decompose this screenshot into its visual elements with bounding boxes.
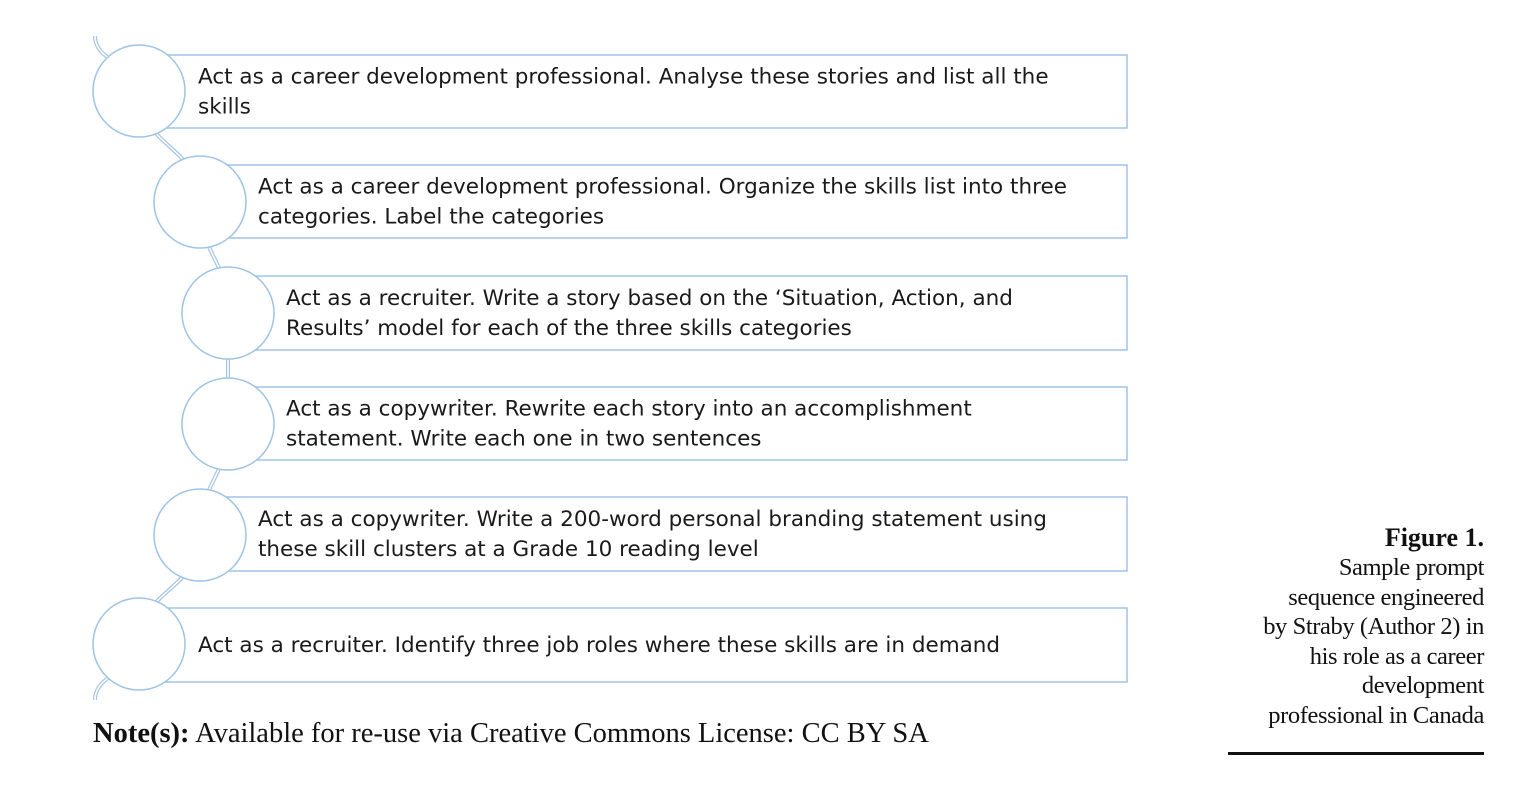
step-box <box>138 607 1128 683</box>
step-circle <box>181 266 275 360</box>
note: Note(s): Available for re-use via Creati… <box>93 718 929 750</box>
figure-caption-line: Sample prompt <box>1338 554 1485 581</box>
step-text-line: categories. Label the categories <box>258 205 604 230</box>
figure-caption-line: by Straby (Author 2) in <box>1263 613 1484 640</box>
step-text-line: Results’ model for each of the three ski… <box>286 316 852 341</box>
note-text: Available for re-use via Creative Common… <box>189 718 929 749</box>
step-text-line: Act as a copywriter. Rewrite each story … <box>286 397 972 422</box>
step-text-line: Act as a recruiter. Identify three job r… <box>198 633 1000 658</box>
step-text-line: statement. Write each one in two sentenc… <box>286 427 762 452</box>
step-text-line: Act as a career development professional… <box>198 65 1049 90</box>
figure-caption-line: development <box>1361 672 1485 699</box>
step-text-line: Act as a copywriter. Write a 200-word pe… <box>258 507 1047 532</box>
figure-label: Figure 1. <box>1384 523 1484 552</box>
connector-spine-highlight <box>94 35 229 701</box>
step-circle <box>181 377 275 471</box>
step-text-line: skills <box>198 95 251 120</box>
step-circle <box>153 155 247 249</box>
caption-rule <box>1228 752 1484 755</box>
step-text-line: these skill clusters at a Grade 10 readi… <box>258 537 759 562</box>
figure-caption: Figure 1. Sample prompt sequence enginee… <box>1184 522 1484 730</box>
step-box <box>199 496 1128 572</box>
note-label: Note(s): <box>93 718 190 749</box>
figure-caption-line: professional in Canada <box>1268 701 1484 729</box>
step-circle <box>153 488 247 582</box>
step-text-line: Act as a career development professional… <box>258 175 1067 200</box>
figure-caption-line: his role as a career <box>1309 642 1485 670</box>
step-text-line: Act as a recruiter. Write a story based … <box>286 286 1013 311</box>
step-circle <box>92 44 186 138</box>
connector-spine <box>93 35 230 701</box>
figure-caption-line: sequence engineered <box>1288 583 1484 611</box>
step-circle <box>92 597 186 691</box>
step-box <box>199 164 1128 239</box>
